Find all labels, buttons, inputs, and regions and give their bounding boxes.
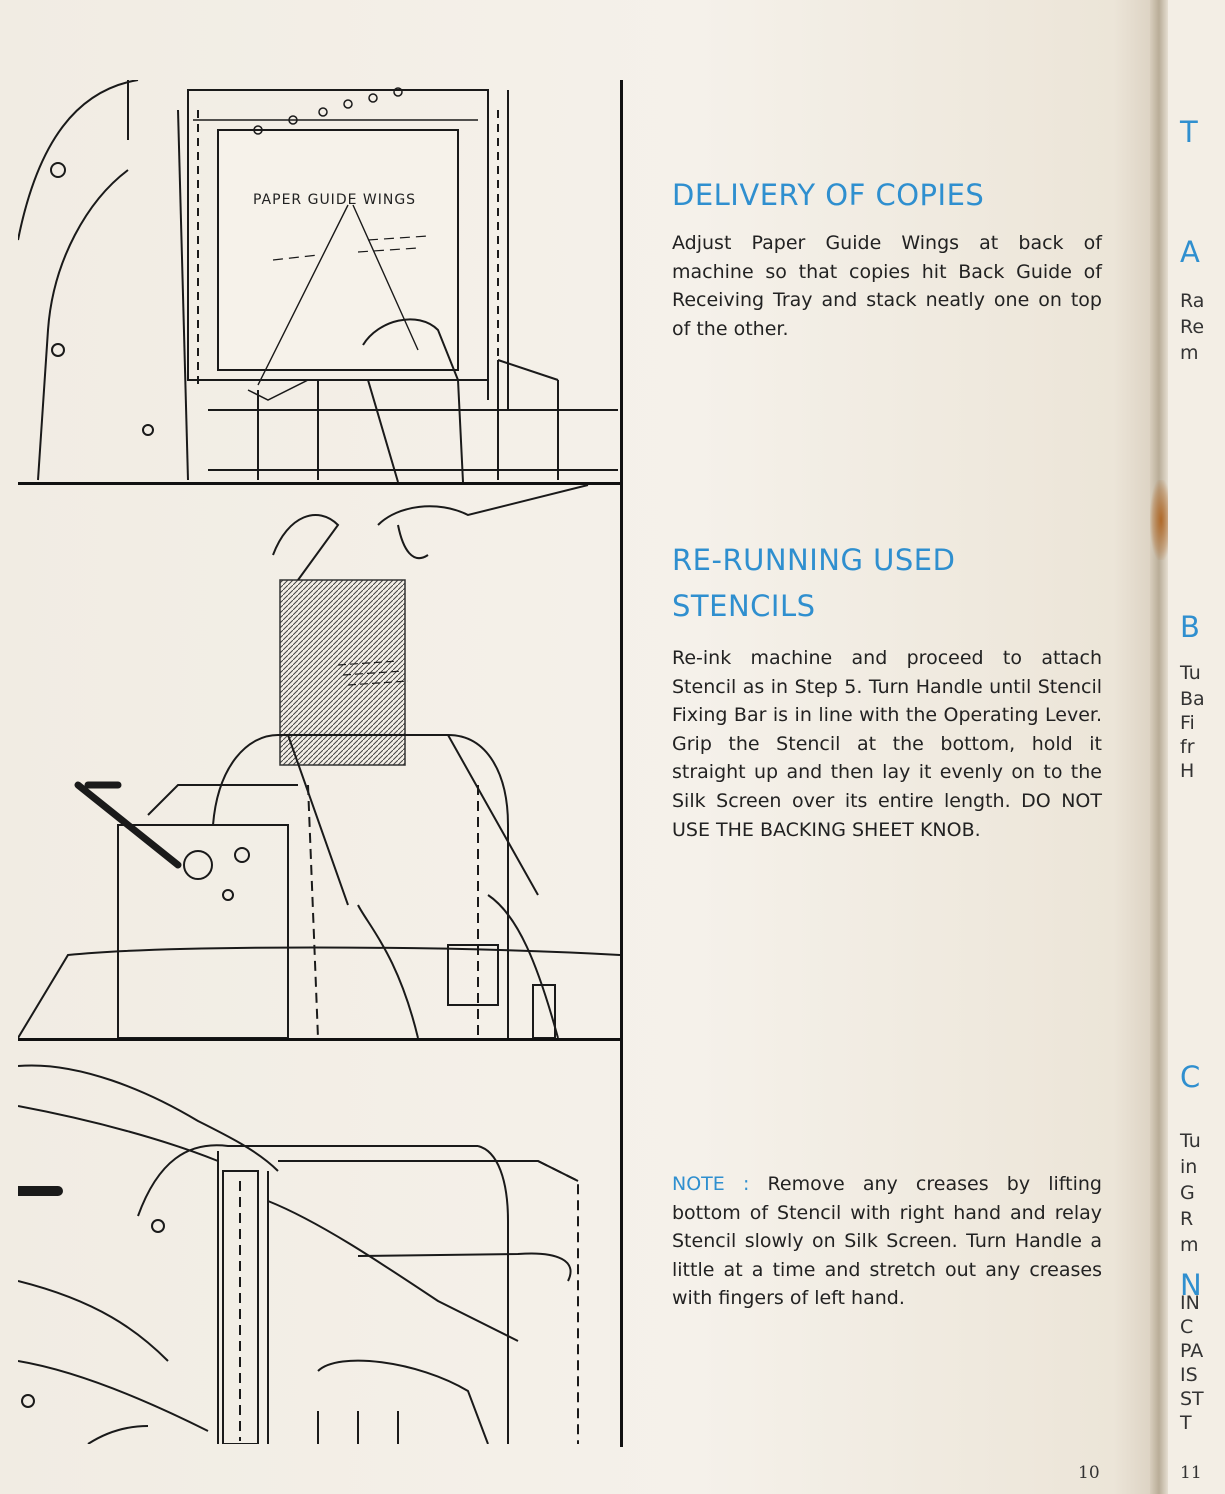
- rerunning-body-text: Re-ink machine and proceed to attach Ste…: [672, 647, 1102, 841]
- facing-page-fragment: C: [1180, 1060, 1201, 1094]
- facing-page-fragment: N: [1180, 1268, 1202, 1302]
- facing-page-fragment: 11: [1180, 1463, 1202, 1483]
- illustration-rerunning-stencil: [18, 485, 620, 1038]
- rule-1: [18, 482, 623, 485]
- facing-page-fragment: PA: [1180, 1340, 1204, 1362]
- heading-rerunning-line1: RE-RUNNING USED: [672, 543, 956, 577]
- column-divider: [620, 80, 623, 1447]
- rule-2: [18, 1038, 623, 1041]
- facing-page-fragment: Ba: [1180, 688, 1205, 710]
- illustration-paper-guide-wings: PAPER GUIDE WINGS: [18, 80, 620, 482]
- facing-page-fragment: B: [1180, 610, 1200, 644]
- facing-page-fragment: T: [1180, 115, 1198, 149]
- heading-rerunning-line2: STENCILS: [672, 589, 816, 623]
- note-body-text: Remove any creases by lifting bottom of …: [672, 1173, 1102, 1310]
- delivery-body-text: Adjust Paper Guide Wings at back of mach…: [672, 232, 1102, 340]
- facing-page-fragment: m: [1180, 342, 1199, 364]
- illustration-removing-creases: [18, 1041, 620, 1444]
- facing-page-fragment: R: [1180, 1208, 1194, 1230]
- facing-page-fragment: Tu: [1180, 1130, 1201, 1152]
- facing-page-fragment: in: [1180, 1156, 1198, 1178]
- facing-page-fragment: G: [1180, 1182, 1195, 1204]
- facing-page-fragment: Tu: [1180, 662, 1201, 684]
- facing-page-fragment: Ra: [1180, 290, 1205, 312]
- callout-paper-guide-wings: PAPER GUIDE WINGS: [253, 192, 416, 208]
- book-gutter: [1150, 0, 1170, 1494]
- facing-page-fragment: T: [1180, 1412, 1192, 1434]
- facing-page-fragment: A: [1180, 235, 1200, 269]
- facing-page-fragment: ST: [1180, 1388, 1204, 1410]
- page-number: 10: [1078, 1463, 1100, 1483]
- left-page: [0, 0, 1160, 1494]
- facing-page-fragment: C: [1180, 1316, 1194, 1338]
- paper-stain: [1150, 480, 1172, 560]
- facing-page-fragment: m: [1180, 1234, 1199, 1256]
- facing-page-fragment: H: [1180, 760, 1195, 782]
- note-paragraph: NOTE : Remove any creases by lifting bot…: [672, 1170, 1102, 1313]
- facing-page-fragment: Re: [1180, 316, 1205, 338]
- note-label: NOTE :: [672, 1173, 750, 1195]
- facing-page-fragment: Fi: [1180, 712, 1195, 734]
- facing-page-fragment: IS: [1180, 1364, 1198, 1386]
- heading-delivery-of-copies: DELIVERY OF COPIES: [672, 178, 985, 212]
- facing-page-fragment: IN: [1180, 1292, 1200, 1314]
- facing-page-fragment: fr: [1180, 736, 1195, 758]
